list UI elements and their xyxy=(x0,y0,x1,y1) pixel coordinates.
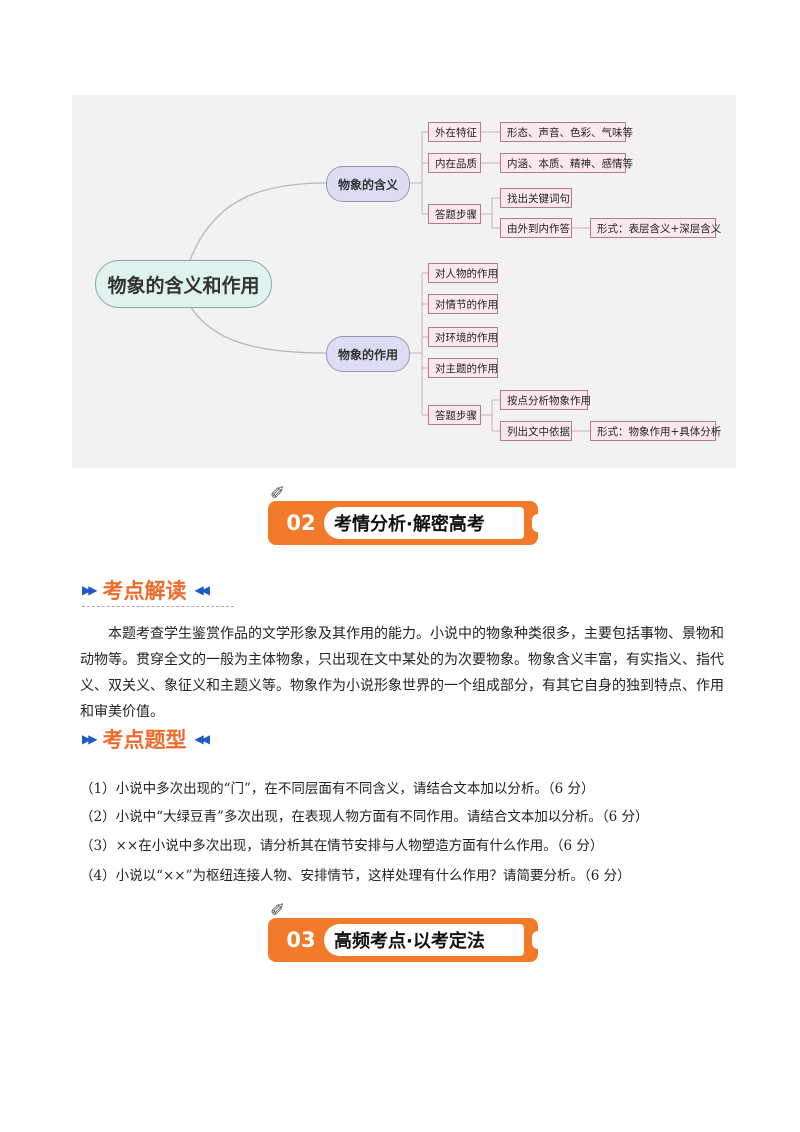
arrow-left-icon: ◀◀ xyxy=(194,732,210,746)
mind-map-connectors xyxy=(189,131,590,432)
node-meaning-step2: 由外到内作答 xyxy=(500,218,572,238)
question-item: （2）小说中“大绿豆青”多次出现，在表现人物方面有不同作用。请结合文本加以分析。… xyxy=(80,809,649,825)
branch-meaning: 物象的含义 xyxy=(326,166,410,202)
banner-notch xyxy=(532,931,544,949)
mind-map: 物象的含义和作用 物象的含义 物象的作用 外在特征 形态、声音、色彩、气味等 内… xyxy=(72,95,736,468)
node-function-environment: 对环境的作用 xyxy=(428,327,498,347)
question-item: （3）××在小说中多次出现，请分析其在情节安排与人物塑造方面有什么作用。（6 分… xyxy=(80,838,604,854)
node-inner-quality: 内在品质 xyxy=(428,153,481,173)
section-banner-02: ✐ 02 考情分析·解密高考 xyxy=(268,483,544,546)
paperclip-icon: ✐ xyxy=(270,483,286,504)
paperclip-icon: ✐ xyxy=(270,900,286,921)
node-meaning-step1: 找出关键词句 xyxy=(500,188,572,208)
question-item: （1）小说中多次出现的“门”，在不同层面有不同含义，请结合文本加以分析。（6 分… xyxy=(80,781,595,797)
interpret-paragraph: 本题考查学生鉴赏作品的文学形象及其作用的能力。小说中的物象种类很多，主要包括事物… xyxy=(80,626,724,720)
subheading-interpret: ▶▶ 考点解读 ◀◀ xyxy=(82,575,210,605)
banner-number: 03 xyxy=(286,928,316,952)
node-function-character: 对人物的作用 xyxy=(428,263,498,283)
arrow-right-icon: ▶▶ xyxy=(82,732,98,746)
node-inner-detail: 内涵、本质、精神、感情等 xyxy=(500,153,633,173)
node-function-theme: 对主题的作用 xyxy=(428,358,498,378)
subheading-types-title: 考点题型 xyxy=(102,728,187,752)
branch-function: 物象的作用 xyxy=(326,336,410,372)
mind-map-root: 物象的含义和作用 xyxy=(95,260,272,308)
subheading-types: ▶▶ 考点题型 ◀◀ xyxy=(82,724,210,754)
node-outer-features: 外在特征 xyxy=(428,122,481,142)
dashed-divider xyxy=(82,606,234,607)
arrow-right-icon: ▶▶ xyxy=(82,583,98,597)
banner-title: 高频考点·以考定法 xyxy=(324,924,524,956)
node-outer-detail: 形态、声音、色彩、气味等 xyxy=(500,122,633,142)
arrow-left-icon: ◀◀ xyxy=(194,583,210,597)
subheading-interpret-title: 考点解读 xyxy=(102,579,187,603)
node-function-form: 形式：物象作用+具体分析 xyxy=(590,421,721,441)
node-meaning-steps: 答题步骤 xyxy=(428,204,481,224)
node-function-step1: 按点分析物象作用 xyxy=(500,390,591,410)
banner-notch xyxy=(532,514,544,532)
node-function-plot: 对情节的作用 xyxy=(428,294,498,314)
node-function-steps: 答题步骤 xyxy=(428,405,481,425)
banner-number: 02 xyxy=(286,511,316,535)
question-item: （4）小说以“××”为枢纽连接人物、安排情节，这样处理有什么作用？请简要分析。（… xyxy=(80,868,631,884)
banner-title: 考情分析·解密高考 xyxy=(324,507,524,539)
node-function-step2: 列出文中依据 xyxy=(500,421,572,441)
node-meaning-form: 形式：表层含义+深层含义 xyxy=(590,218,721,238)
section-banner-03: ✐ 03 高频考点·以考定法 xyxy=(268,900,544,963)
